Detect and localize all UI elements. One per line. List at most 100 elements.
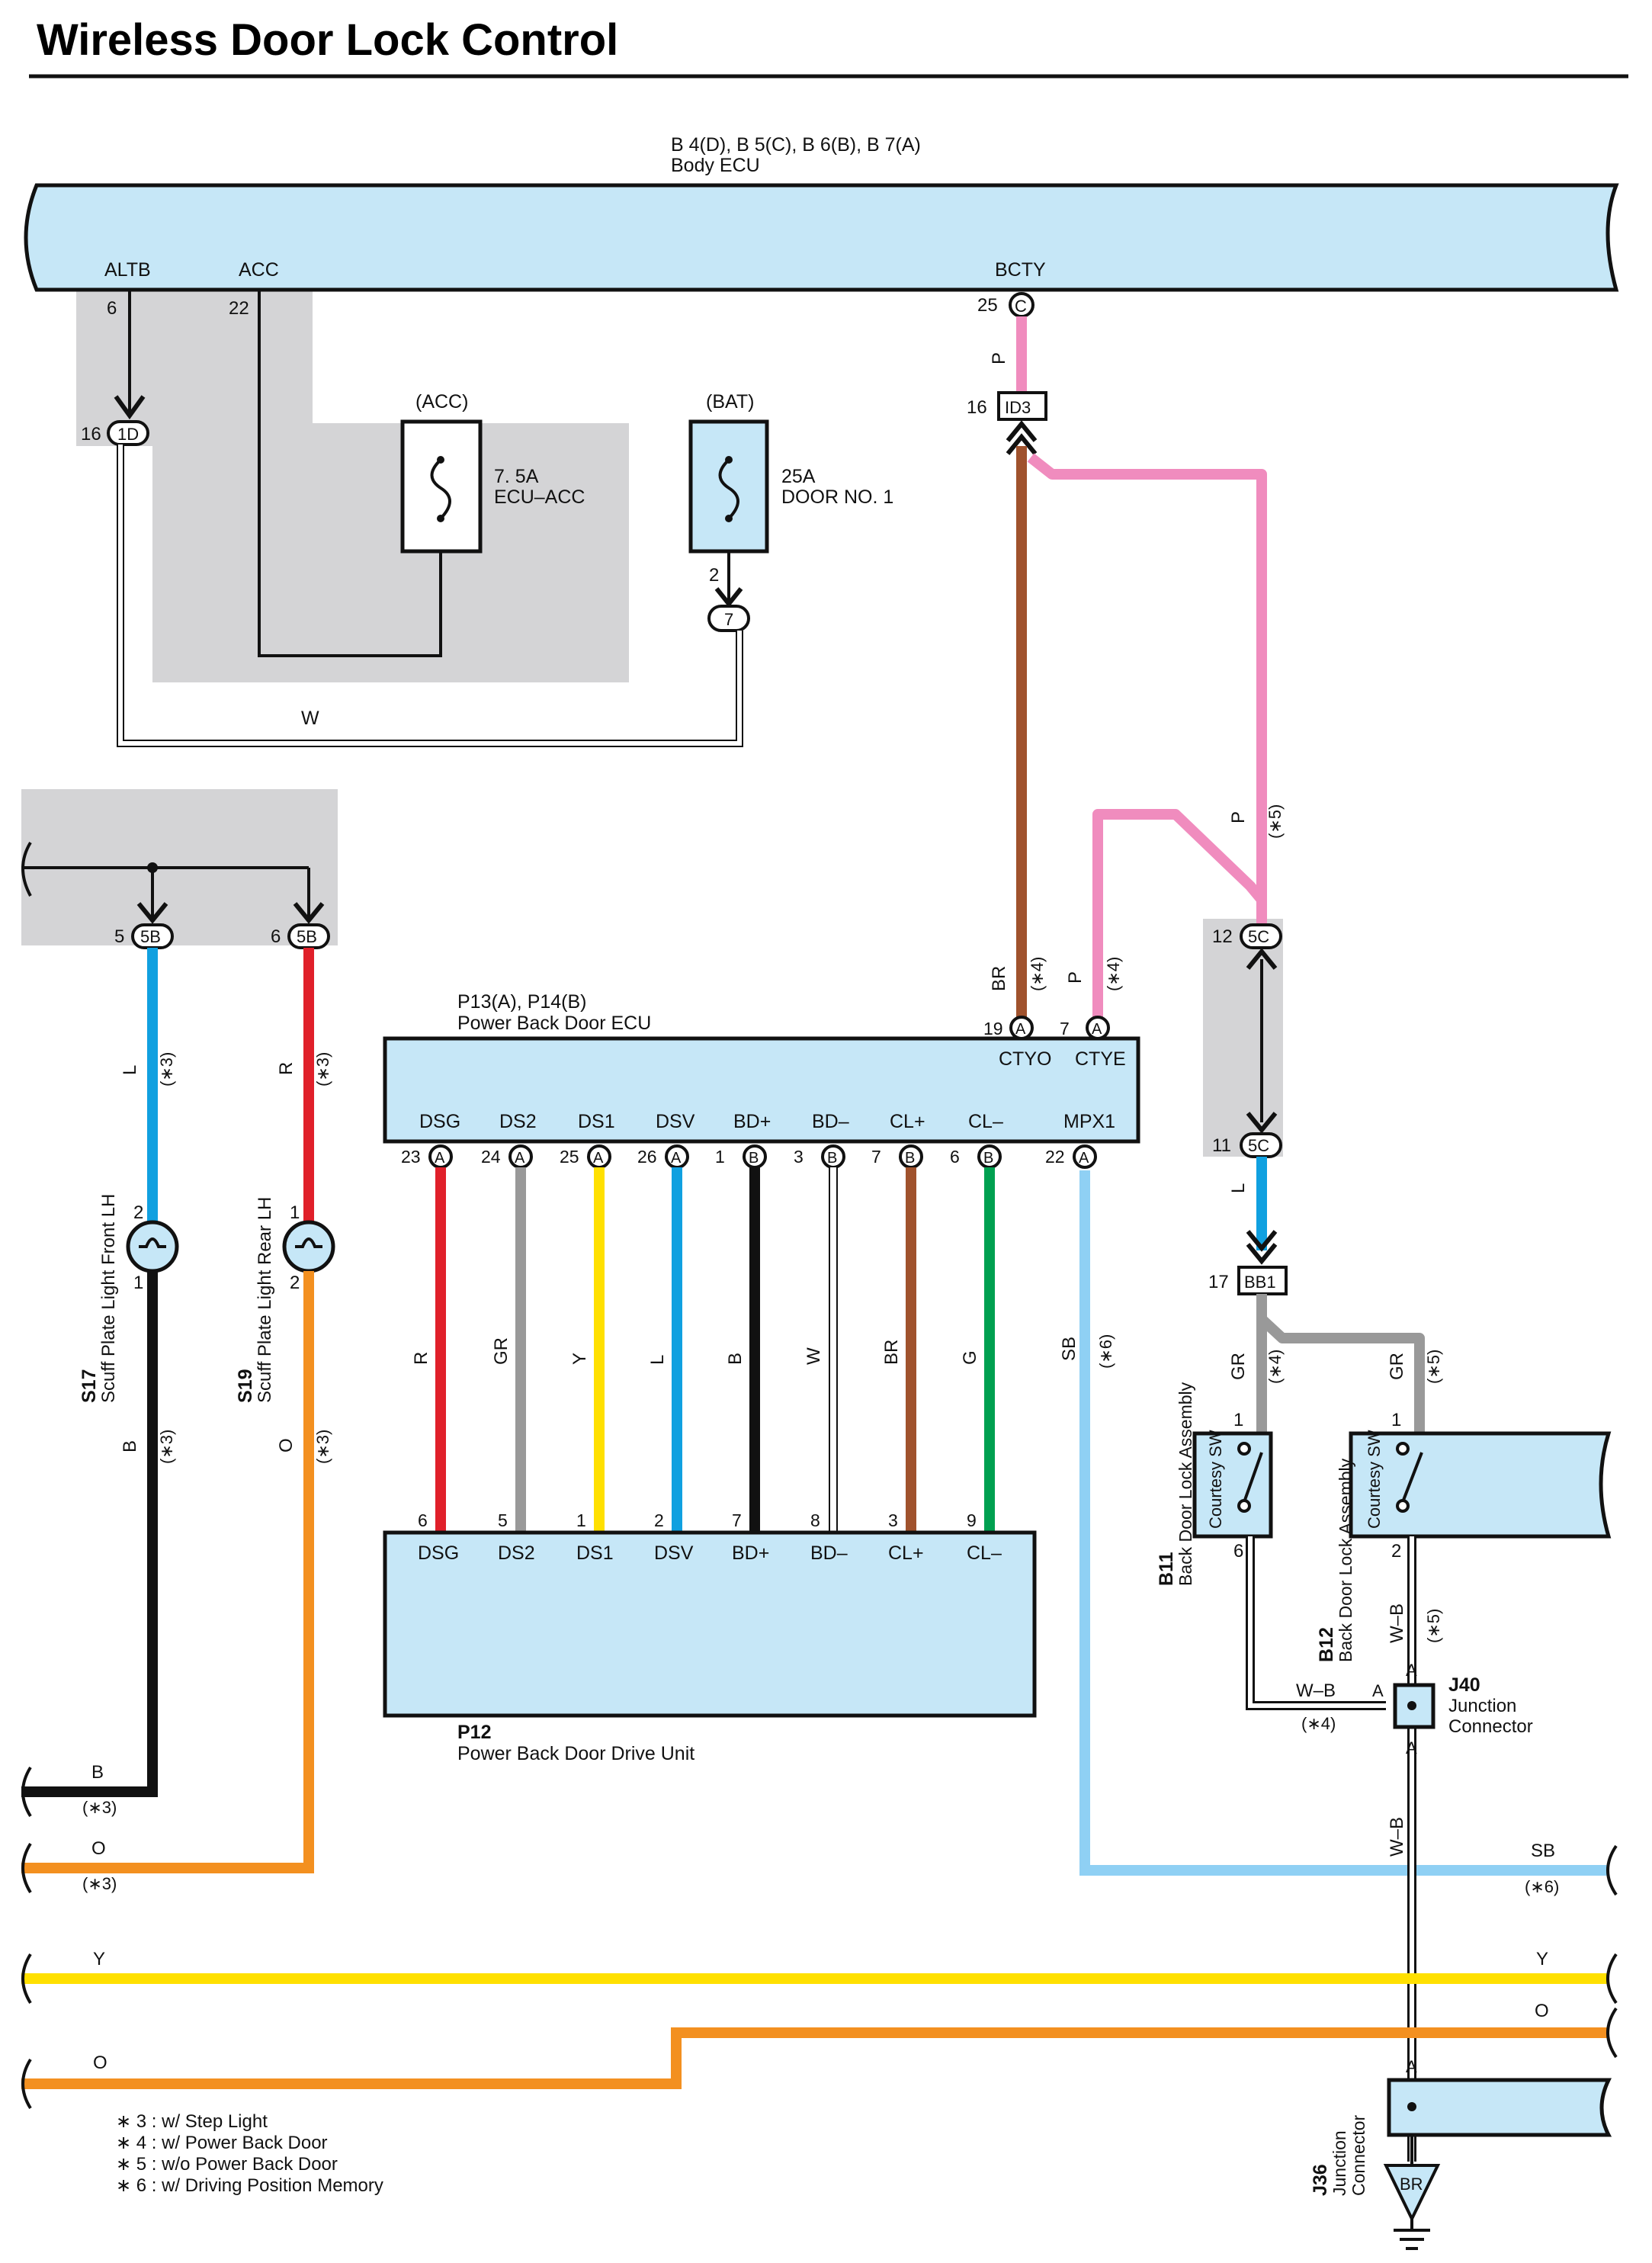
connector-5b-2-pin: 6 [271, 926, 281, 947]
s17-pin-top: 2 [133, 1202, 143, 1223]
bottom-y-left-label: Y [93, 1949, 105, 1969]
5b-1-arrow-icon [136, 902, 168, 924]
connector-bb1-pin: 17 [1208, 1272, 1229, 1292]
s19-r-note: (∗3) [313, 1052, 332, 1087]
pbd-top-conn-id: A [1092, 1021, 1102, 1038]
fuse-door-pin: 2 [709, 565, 719, 586]
mpx-sb-color: SB [1059, 1337, 1079, 1361]
wire-break-icon [1606, 1844, 1618, 1896]
wb5-color: W–B [1387, 1603, 1407, 1643]
acc-wire [258, 290, 442, 657]
pbd-bottom-pin-num: 1 [715, 1147, 725, 1167]
pbd-bottom-pin-num: 25 [560, 1147, 579, 1167]
fuse-acc-group: (ACC) [415, 391, 468, 412]
pbd-ecu-ref: P13(A), P14(B) [457, 991, 587, 1013]
note-5: ∗ 5 : w/o Power Back Door [116, 2154, 338, 2175]
j36-ground-wire-label: BR [1400, 2175, 1423, 2194]
j36-box [1387, 2078, 1612, 2137]
5c-l-wire-color: L [1228, 1183, 1249, 1193]
pbd-bottom-pin-num: 7 [871, 1147, 881, 1167]
mpx1-sb-wire [1079, 1170, 1609, 1876]
j36-ref: J36 [1310, 2164, 1331, 2196]
drive-unit-name: Power Back Door Drive Unit [457, 1743, 694, 1764]
note-6: ∗ 6 : w/ Driving Position Memory [116, 2175, 383, 2196]
5c-arrow-down-icon [1246, 1112, 1278, 1134]
bottom-o-label: O [91, 1838, 106, 1859]
fuse-door-arrow-icon [714, 587, 743, 608]
j36-pin: A [1406, 2057, 1417, 2076]
s17-filament-icon [139, 1237, 166, 1248]
drive-unit-pin-label: CL– [967, 1542, 1002, 1564]
5c-arrow-up-icon [1246, 948, 1278, 970]
pbd-bottom-conn-id: A [515, 1150, 525, 1167]
b11-box [1192, 1431, 1273, 1539]
bottom-sb-note: (∗6) [1525, 1877, 1559, 1896]
s19-pin-top: 1 [290, 1202, 300, 1223]
wire-break-icon [21, 1953, 32, 2005]
b11-name: Back Door Lock Assembly [1176, 1382, 1195, 1586]
fuse-acc-rating: 7. 5A [494, 466, 539, 487]
pbd-bottom-conn-id: B [983, 1150, 993, 1167]
drive-unit-box [383, 1530, 1037, 1718]
s19-ref: S19 [235, 1369, 256, 1403]
gr5-wire-note: (∗5) [1424, 1350, 1443, 1384]
pbd-bottom-pin-label: BD+ [733, 1111, 771, 1132]
s19-o-color: O [276, 1438, 297, 1452]
left-bus-junction-dot [147, 862, 158, 873]
pbd-bottom-pin-label: DS2 [499, 1111, 537, 1132]
pbd-bottom-pin-num: 3 [794, 1147, 804, 1167]
pbd-bottom-conn-id: B [827, 1150, 837, 1167]
b12-contact-bottom-icon [1396, 1499, 1410, 1513]
connector-7 [707, 605, 750, 632]
s19-r-color: R [276, 1062, 297, 1075]
bottom-b-label: B [91, 1762, 104, 1783]
bottom-o-right-label: O [1535, 2001, 1549, 2021]
w-wire-label: W [301, 708, 319, 729]
j36-name-line2: Connector [1349, 2115, 1368, 2196]
connector-5b-1-pin: 5 [114, 926, 124, 947]
wb4-color: W–B [1296, 1680, 1336, 1701]
connector-5b-1-id: 5B [140, 927, 161, 946]
pbd-bottom-conn-id: A [671, 1150, 682, 1167]
pbd-bottom-pin-num: 23 [401, 1147, 421, 1167]
s19-orange-wire [21, 1271, 314, 1873]
connector-1d-pin: 16 [81, 424, 101, 445]
s17-black-wire [21, 1271, 158, 1797]
drive-unit-pin-num: 2 [654, 1510, 664, 1530]
pbd-ecu-bottom-pins: DSGA23DS2A24DS1A25DSVA26BD+B1BD–B3CL+B7C… [401, 1111, 1115, 1169]
note-3: ∗ 3 : w/ Step Light [116, 2111, 268, 2132]
pbd-top-pin-label: CTYO [999, 1048, 1051, 1070]
pbd-bottom-pin-label: DS1 [578, 1111, 615, 1132]
s17-bulb-icon [126, 1220, 179, 1273]
b11-pin-top: 1 [1233, 1410, 1243, 1430]
b12-ref: B12 [1316, 1627, 1337, 1662]
pbd-ecu-name: Power Back Door ECU [457, 1013, 651, 1034]
bottom-b-note: (∗3) [82, 1798, 117, 1817]
b11-ref: B11 [1156, 1552, 1177, 1586]
pbd-bottom-pin-label: DSV [656, 1111, 695, 1132]
ctye-wire-note: (∗4) [1104, 957, 1123, 991]
pbd-bottom-conn-circle [1073, 1144, 1097, 1169]
j40-ref: J40 [1448, 1674, 1480, 1696]
pbd-bottom-pin-label: DSG [419, 1111, 460, 1132]
pbd-top-pin-label: CTYE [1075, 1048, 1126, 1070]
pbd-bottom-pin-label: MPX1 [1063, 1111, 1115, 1132]
drive-unit-pin-label: DS2 [498, 1542, 535, 1564]
connector-id3-id: ID3 [1005, 398, 1031, 417]
j40-name-line1: Junction [1448, 1696, 1516, 1716]
harness-wire-color: Y [569, 1353, 590, 1365]
note-4: ∗ 4 : w/ Power Back Door [116, 2133, 328, 2153]
b12-box [1349, 1431, 1612, 1539]
harness-wire-color: W [804, 1347, 824, 1365]
body-ecu-name: Body ECU [671, 155, 760, 176]
drive-unit-pin-num: 5 [498, 1510, 508, 1530]
b11-sw-label: Courtesy SW [1206, 1430, 1225, 1529]
body-ecu-pin-bcty-label: BCTY [995, 259, 1046, 281]
pbd-bottom-conn-id: B [905, 1150, 915, 1167]
body-ecu-ref: B 4(D), B 5(C), B 6(B), B 7(A) [671, 134, 921, 156]
pbd-bottom-pin-num: 6 [950, 1147, 960, 1167]
s17-name: Scuff Plate Light Front LH [98, 1194, 119, 1403]
left-bus-break-icon [21, 841, 32, 897]
